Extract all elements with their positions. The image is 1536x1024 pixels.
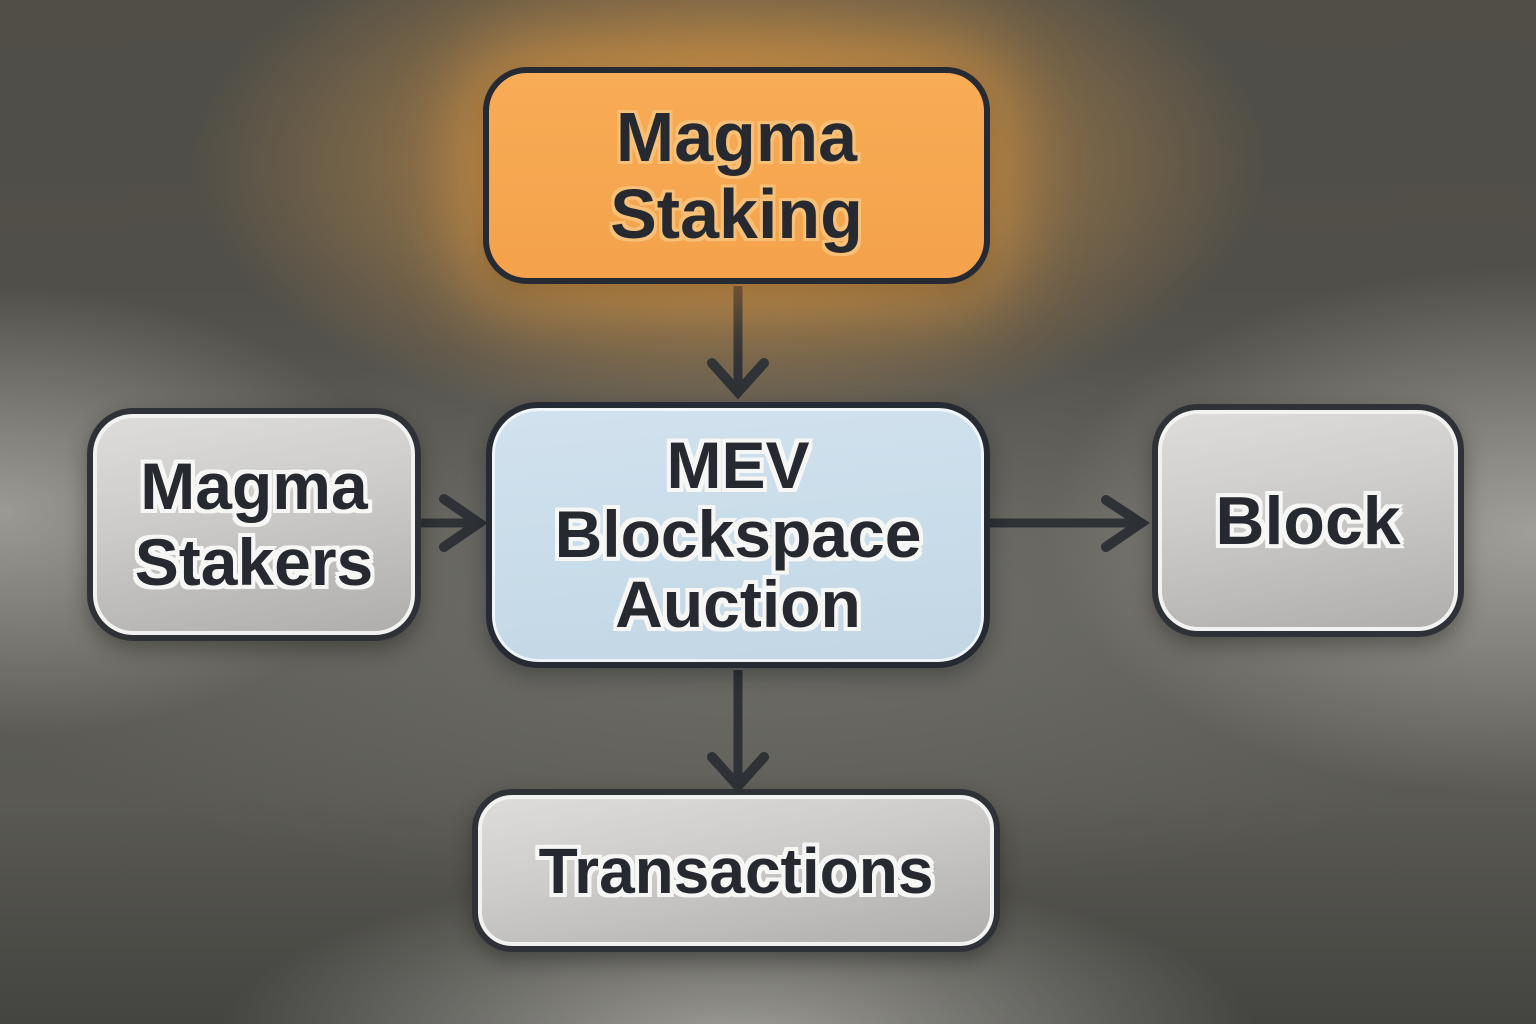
node-magma-stakers: Magma Stakers [87, 408, 421, 641]
arrow-mev-auction-to-block [989, 495, 1150, 552]
node-label-line: Magma [140, 449, 368, 524]
node-label-line: Transactions [538, 834, 934, 907]
node-label-line: Stakers [134, 524, 374, 599]
node-magma-staking: Magma Staking [483, 67, 990, 284]
node-label-line: MEV [666, 428, 810, 503]
arrow-mev-auction-to-transactions [707, 670, 769, 794]
node-label-line: Magma [615, 97, 858, 176]
node-label-line: Blockspace [554, 497, 922, 572]
node-label-line: Auction [615, 566, 861, 641]
node-transactions: Transactions [472, 789, 1000, 952]
node-label-line: Block [1215, 482, 1401, 559]
arrow-magma-staking-to-mev-auction [707, 286, 769, 400]
node-label-line: Staking [610, 174, 863, 253]
node-mev-blockspace-auction: MEV Blockspace Auction [486, 402, 990, 668]
arrow-magma-stakers-to-mev-auction [420, 494, 488, 552]
node-block: Block [1152, 404, 1464, 637]
